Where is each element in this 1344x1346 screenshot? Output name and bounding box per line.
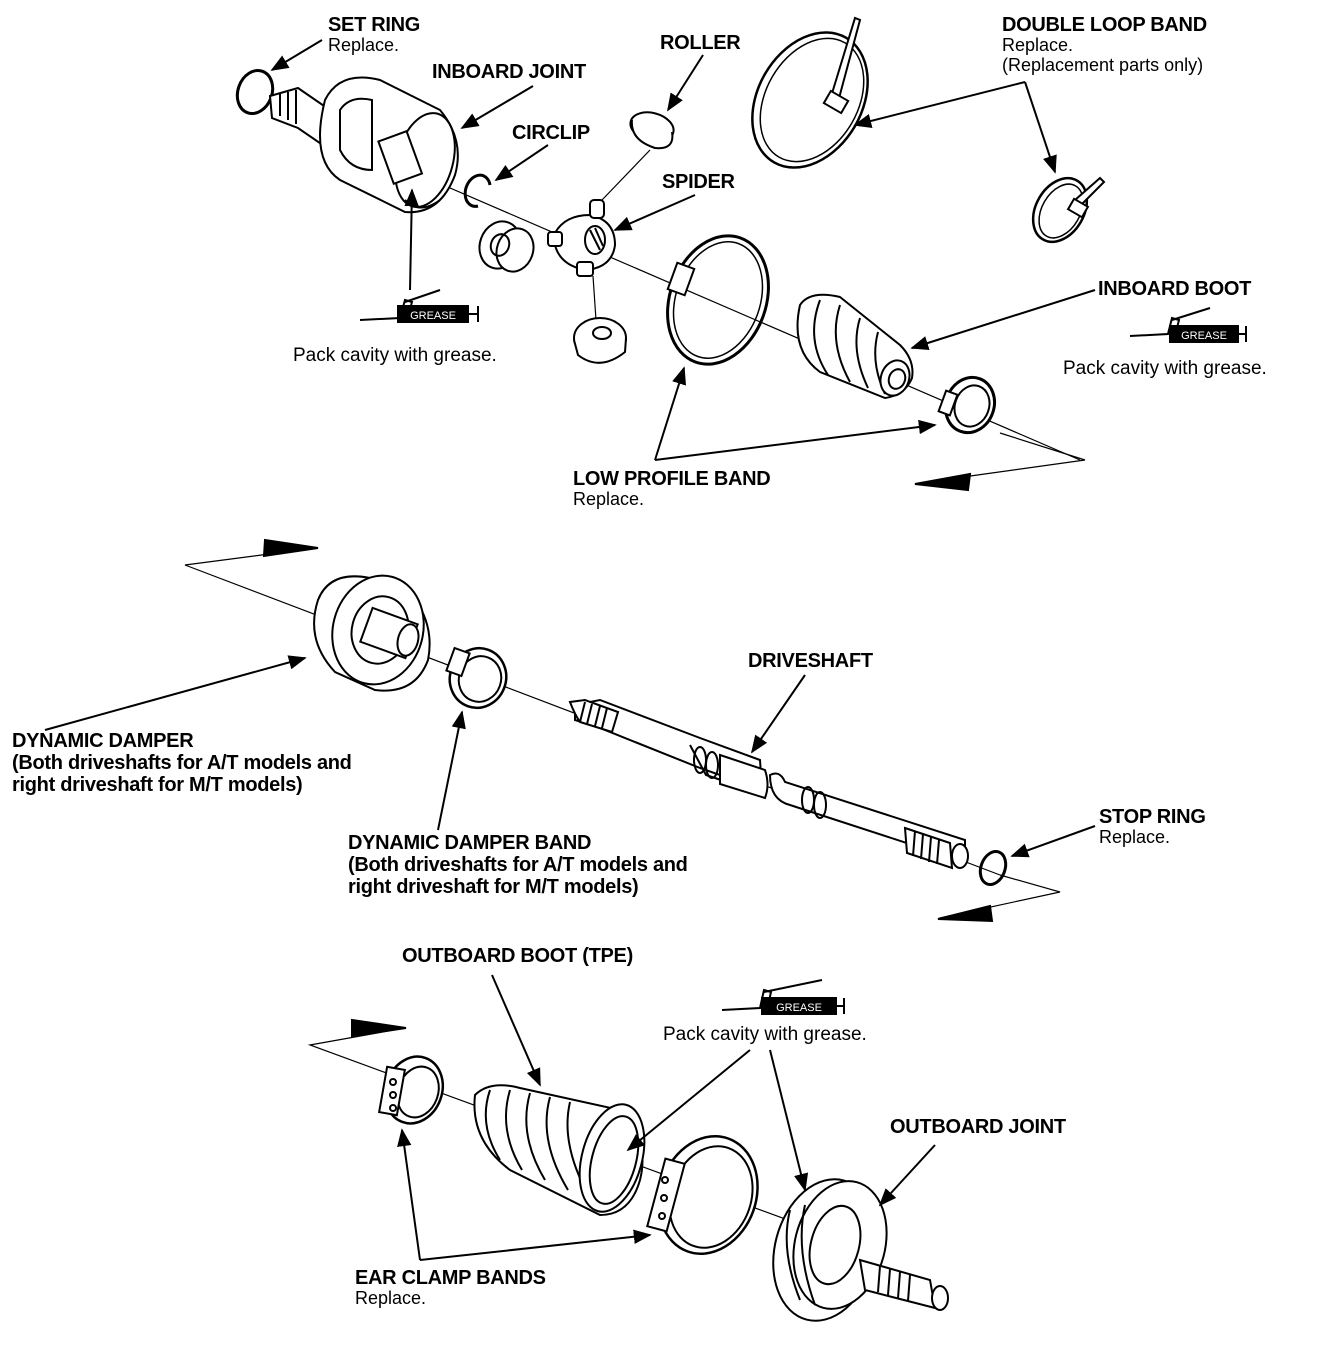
- double-loop-band-title: DOUBLE LOOP BAND: [1002, 14, 1207, 36]
- ear-clamp-arrow-1: [397, 1128, 421, 1261]
- outboard-joint-arrow: [878, 1144, 936, 1207]
- ear-clamp-bands-title: EAR CLAMP BANDS: [355, 1267, 546, 1289]
- ear-clamp-band-large: [646, 1135, 759, 1255]
- double-loop-band-label: DOUBLE LOOP BAND Replace. (Replacement p…: [1002, 14, 1207, 76]
- low-profile-band-note: Replace.: [573, 489, 645, 509]
- spider-part: [547, 199, 617, 277]
- inboard-boot-label: INBOARD BOOT: [1098, 278, 1251, 300]
- ear-clamp-bands-label: EAR CLAMP BANDS Replace.: [355, 1267, 546, 1309]
- dynamic-damper-band-part: [445, 646, 508, 710]
- stop-ring-part: [978, 850, 1008, 886]
- inboard-joint-title: INBOARD JOINT: [432, 61, 586, 83]
- driveshaft-title: DRIVESHAFT: [748, 650, 873, 672]
- dynamic-damper-arrow: [44, 655, 307, 731]
- spider-title: SPIDER: [662, 171, 735, 193]
- dynamic-damper-title: DYNAMIC DAMPER: [12, 730, 194, 752]
- double-loop-band-note: Replace.: [1002, 35, 1074, 55]
- low-profile-band-small: [937, 375, 997, 435]
- middle-start-arrow: [262, 538, 319, 558]
- circlip-part: [463, 173, 492, 208]
- dynamic-damper-band-label: DYNAMIC DAMPER BAND (Both driveshafts fo…: [348, 832, 688, 898]
- middle-end-arrow: [937, 904, 994, 923]
- double-loop-arrow-1: [853, 81, 1026, 129]
- outboard-boot-title: OUTBOARD BOOT (TPE): [402, 945, 633, 967]
- grease-tag-1: GREASE: [410, 310, 456, 322]
- outboard-boot-part: [473, 1084, 646, 1217]
- roller-part: [629, 111, 675, 150]
- grease-arrow-3b: [769, 1049, 809, 1192]
- dynamic-damper-band-title: DYNAMIC DAMPER BAND: [348, 832, 592, 854]
- outboard-joint-title: OUTBOARD JOINT: [890, 1116, 1066, 1138]
- dynamic-damper-band-line3: right driveshaft for M/T models): [348, 876, 639, 898]
- grease-tag-2: GREASE: [1181, 330, 1227, 342]
- inboard-joint-arrow: [460, 85, 534, 129]
- set-ring-arrow: [270, 39, 323, 71]
- low-profile-arrow-1: [654, 366, 686, 461]
- low-profile-band-large: [666, 234, 770, 366]
- dynamic-damper-line3: right driveshaft for M/T models): [12, 774, 303, 796]
- roller-arrow: [667, 54, 704, 112]
- driveshaft-label: DRIVESHAFT: [748, 650, 873, 672]
- inboard-joint-label: INBOARD JOINT: [432, 61, 586, 83]
- roller-label: ROLLER: [660, 32, 741, 54]
- roller-bearing-left: [478, 220, 535, 273]
- grease-arrow-1: [404, 188, 419, 291]
- grease-note-2: Pack cavity with grease.: [1063, 358, 1267, 379]
- roller-title: ROLLER: [660, 32, 741, 54]
- outboard-joint-part: [772, 1178, 949, 1322]
- outboard-joint-label: OUTBOARD JOINT: [890, 1116, 1066, 1138]
- grease-gun-icon-3: [721, 979, 845, 1015]
- roller-bearing-bottom: [573, 317, 627, 364]
- dynamic-damper-band-arrow: [437, 710, 466, 831]
- grease-arrow-3a: [626, 1049, 751, 1152]
- grease-tag-3: GREASE: [776, 1002, 822, 1014]
- grease-note-3: Pack cavity with grease.: [663, 1024, 867, 1045]
- outboard-boot-arrow: [491, 974, 541, 1087]
- grease-gun-icon-1: [359, 289, 479, 323]
- stop-ring-arrow: [1010, 825, 1096, 858]
- bottom-start-arrow: [351, 1018, 407, 1038]
- dynamic-damper-label: DYNAMIC DAMPER (Both driveshafts for A/T…: [12, 730, 352, 796]
- inboard-boot-title: INBOARD BOOT: [1098, 278, 1252, 300]
- low-profile-band-label: LOW PROFILE BAND Replace.: [573, 468, 771, 510]
- low-profile-arrow-2: [654, 419, 937, 461]
- circlip-label: CIRCLIP: [512, 122, 590, 144]
- set-ring-note: Replace.: [328, 35, 400, 55]
- ear-clamp-bands-note: Replace.: [355, 1288, 427, 1308]
- set-ring-title: SET RING: [328, 14, 421, 36]
- inboard-boot-part: [796, 293, 914, 400]
- dynamic-damper-part: [313, 574, 431, 692]
- stop-ring-label: STOP RING Replace.: [1099, 806, 1206, 848]
- grease-gun-icon-2: [1129, 307, 1247, 343]
- ear-clamp-band-small: [377, 1055, 445, 1125]
- double-loop-band-note-2: (Replacement parts only): [1002, 54, 1204, 75]
- dynamic-damper-band-line2: (Both driveshafts for A/T models and: [348, 854, 688, 876]
- spider-arrow: [613, 194, 696, 231]
- circlip-title: CIRCLIP: [512, 122, 590, 144]
- driveshaft-arrow: [750, 674, 806, 754]
- stop-ring-note: Replace.: [1099, 827, 1171, 847]
- driveshaft-part: [568, 698, 969, 870]
- stop-ring-title: STOP RING: [1099, 806, 1206, 828]
- inboard-boot-arrow: [910, 289, 1096, 350]
- top-continuation-arrow: [914, 472, 972, 492]
- double-loop-band-small: [1031, 176, 1106, 244]
- double-loop-band-large: [751, 16, 869, 169]
- dynamic-damper-line2: (Both driveshafts for A/T models and: [12, 752, 352, 774]
- top-continuation-line: [999, 432, 1086, 461]
- grease-note-1: Pack cavity with grease.: [293, 345, 497, 366]
- double-loop-arrow-2: [1024, 81, 1057, 174]
- set-ring-label: SET RING Replace.: [328, 14, 420, 56]
- low-profile-band-title: LOW PROFILE BAND: [573, 468, 771, 490]
- ear-clamp-arrow-2: [419, 1229, 652, 1261]
- spider-label: SPIDER: [662, 171, 735, 193]
- inboard-joint-part: [268, 76, 459, 214]
- outboard-boot-label: OUTBOARD BOOT (TPE): [402, 945, 633, 967]
- circlip-arrow: [494, 144, 549, 182]
